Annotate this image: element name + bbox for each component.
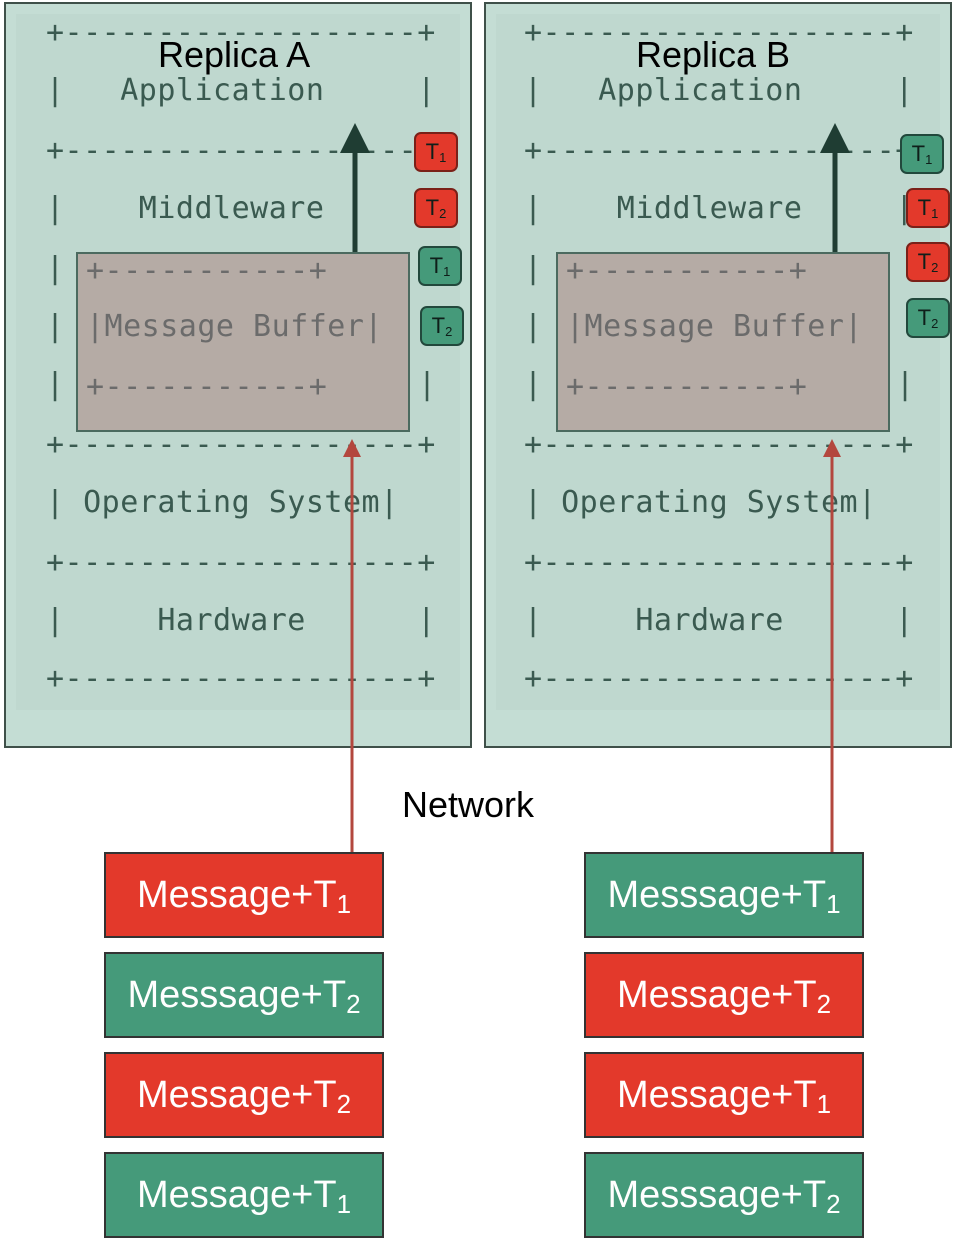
operating-system-row: | Operating System| [524,485,877,520]
buffer-border-top: +-----------+ [566,253,808,288]
middleware-row: | Middleware | [46,191,436,226]
middleware-row: | Middleware | [524,191,914,226]
side-bar-left: | [46,309,65,344]
side-bar-left: | [46,251,65,286]
side-bar-left: | [524,309,543,344]
message-buffer-label: |Message Buffer| [566,309,863,344]
ascii-border-top: +-------------------+ [524,15,914,50]
ascii-border-top: +-------------------+ [46,15,436,50]
side-bar-left: | [524,251,543,286]
ascii-border-app: +-------------------+ [524,133,914,168]
buffer-border-top: +-----------+ [86,253,328,288]
replica-a-panel: Replica A +-------------------+ | Applic… [4,2,472,748]
ascii-border-os: +-------------------+ [524,427,914,462]
replica-title: Replica B [636,34,791,75]
replica-title: Replica A [158,34,311,75]
side-bar-right: | [896,367,915,402]
ascii-border-hw: +-------------------+ [46,545,436,580]
ascii-border-os: +-------------------+ [46,427,436,462]
message-buffer-box: +-----------+ |Message Buffer| +--------… [76,252,410,432]
hardware-row: | Hardware | [46,603,436,638]
application-row: | Application | [46,73,436,108]
side-bar-right: | [418,367,437,402]
application-row: | Application | [524,73,914,108]
ascii-border-bottom: +-------------------+ [524,661,914,696]
side-bar-left: | [524,367,543,402]
ascii-border-bottom: +-------------------+ [46,661,436,696]
buffer-border-bottom: +-----------+ [566,369,808,404]
ascii-border-app: +-------------------+ [46,133,436,168]
operating-system-row: | Operating System| [46,485,399,520]
message-buffer-label: |Message Buffer| [86,309,383,344]
buffer-border-bottom: +-----------+ [86,369,328,404]
replica-b-panel: Replica B +-------------------+ | Applic… [484,2,952,748]
network-label: Network [402,784,535,825]
message-buffer-box: +-----------+ |Message Buffer| +--------… [556,252,890,432]
hardware-row: | Hardware | [524,603,914,638]
side-bar-left: | [46,367,65,402]
ascii-border-hw: +-------------------+ [524,545,914,580]
